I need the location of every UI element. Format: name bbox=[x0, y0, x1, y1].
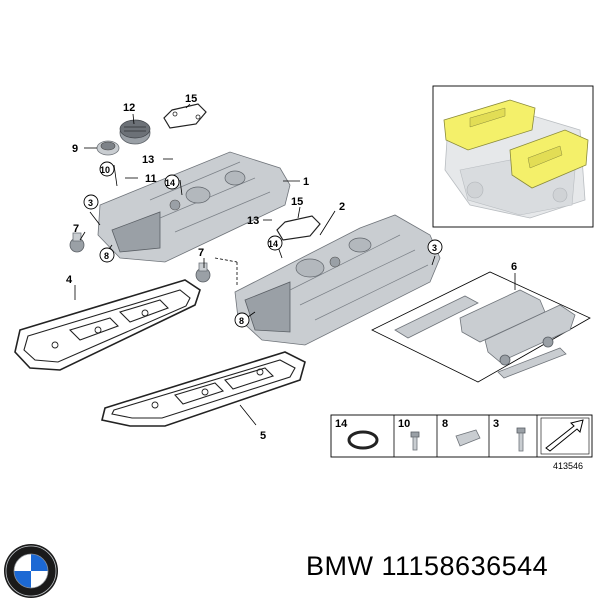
valve-cover-left bbox=[97, 151, 291, 263]
gasket-set-4 bbox=[14, 279, 201, 371]
bmw-logo bbox=[4, 544, 58, 598]
callout-5: 5 bbox=[260, 430, 266, 442]
legend-label-3: 3 bbox=[493, 418, 499, 430]
parts-legend bbox=[330, 414, 593, 458]
callout-12: 12 bbox=[123, 102, 135, 114]
callout-8-circled: 8 bbox=[104, 251, 109, 261]
inset-engine-overview bbox=[432, 85, 594, 228]
callout-9: 9 bbox=[72, 143, 78, 155]
filler-neck bbox=[96, 140, 120, 156]
gasket-15-top bbox=[163, 103, 207, 129]
legend-labels: 14 10 8 3 bbox=[335, 418, 499, 430]
callout-14-circled: 14 bbox=[165, 178, 175, 188]
callout-8-mid-circled: 8 bbox=[239, 316, 244, 326]
callout-7-mid: 7 bbox=[198, 247, 204, 259]
callout-11: 11 bbox=[145, 173, 157, 185]
sensor-7-left bbox=[69, 232, 85, 253]
gasket-15-mid bbox=[276, 215, 321, 241]
legend-label-10: 10 bbox=[398, 418, 410, 430]
callout-10-circled: 10 bbox=[100, 165, 110, 175]
callout-15: 15 bbox=[185, 93, 197, 105]
callout-15-mid: 15 bbox=[291, 196, 303, 208]
callout-3-right-circled: 3 bbox=[432, 243, 437, 253]
direction-arrow-icon bbox=[540, 417, 590, 455]
callout-4: 4 bbox=[66, 274, 73, 286]
leader-lines bbox=[74, 103, 516, 426]
valve-cover-right bbox=[234, 214, 441, 346]
sensor-7-mid bbox=[195, 262, 211, 283]
callout-13-mid: 13 bbox=[247, 215, 259, 227]
gasket-set-5 bbox=[101, 351, 306, 427]
callout-13: 13 bbox=[142, 154, 154, 166]
part-6-group bbox=[371, 271, 591, 383]
oil-filler-cap bbox=[119, 119, 151, 145]
callout-14-mid-circled: 14 bbox=[268, 239, 278, 249]
part-number-label: BMW 11158636544 bbox=[306, 551, 549, 581]
callout-1: 1 bbox=[303, 176, 309, 188]
callout-labels: 12 15 9 13 11 1 7 4 2 15 13 7 6 5 bbox=[66, 93, 517, 442]
circled-callouts: 10 14 3 8 14 3 8 bbox=[83, 161, 443, 328]
callout-7: 7 bbox=[73, 223, 79, 235]
callout-6: 6 bbox=[511, 261, 517, 273]
diagram-reference-number: 413546 bbox=[553, 461, 583, 471]
legend-label-14: 14 bbox=[335, 418, 348, 430]
legend-label-8: 8 bbox=[442, 418, 448, 430]
callout-2: 2 bbox=[339, 201, 345, 213]
callout-3-circled: 3 bbox=[88, 198, 93, 208]
